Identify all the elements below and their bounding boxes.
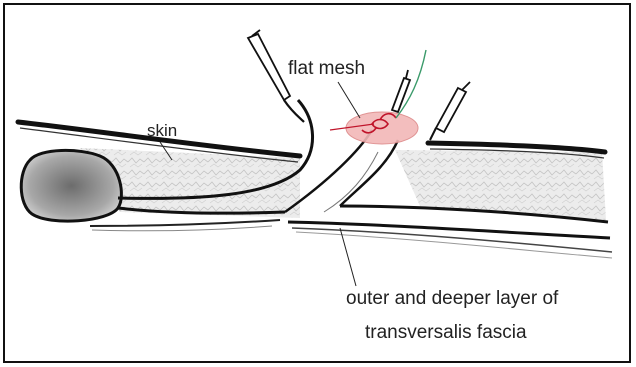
mesh-leader xyxy=(338,82,360,118)
forceps-icon xyxy=(430,82,470,140)
right-subcutaneous-tissue xyxy=(395,150,606,220)
left-rounded-mass xyxy=(21,150,121,221)
needle-holder-icon xyxy=(392,70,410,112)
label-fascia-line-1: outer and deeper layer of xyxy=(346,288,558,310)
fascia-leader xyxy=(340,228,356,286)
label-skin: skin xyxy=(147,121,177,141)
label-flat-mesh: flat mesh xyxy=(288,58,365,80)
label-fascia-line-2: transversalis fascia xyxy=(365,322,527,344)
